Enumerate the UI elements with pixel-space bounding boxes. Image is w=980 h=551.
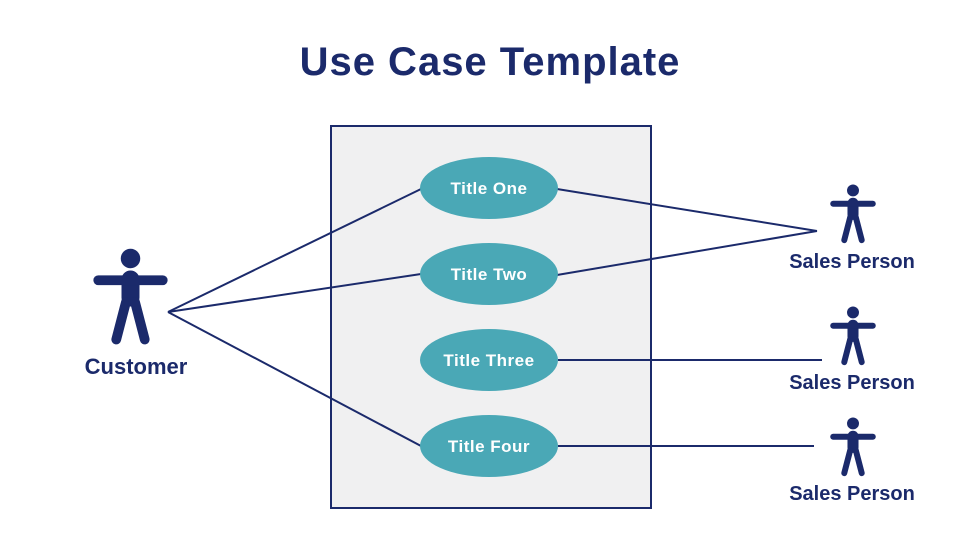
line-customer-title-four	[167, 311, 422, 447]
sales-person-1-label: Sales Person	[789, 251, 915, 273]
use-case-title-three-shape	[420, 329, 558, 391]
actor-sales-person-3: Sales Person	[789, 417, 915, 505]
actor-sales-person-2: Sales Person	[789, 306, 915, 394]
line-title-one-sales-person-1	[556, 188, 818, 232]
person-arms-out-icon	[833, 417, 873, 473]
person-arms-out-icon	[833, 306, 873, 362]
use-case-title-three: Title Three	[420, 329, 558, 391]
use-case-title-one-label: Title One	[451, 179, 528, 198]
use-case-title-two-shape	[420, 243, 558, 305]
customer-label: Customer	[85, 354, 188, 379]
use-case-title-one-shape	[420, 157, 558, 219]
use-case-title-one: Title One	[420, 157, 558, 219]
page-title: Use Case Template	[299, 40, 681, 84]
sales-person-2-label: Sales Person	[789, 372, 915, 394]
actor-sales-person-1: Sales Person	[789, 184, 915, 273]
actor-customer: Customer	[85, 249, 188, 379]
association-lines	[167, 188, 822, 447]
sales-person-3-label: Sales Person	[789, 483, 915, 505]
use-case-title-four-label: Title Four	[448, 437, 530, 456]
use-case-title-four-shape	[420, 415, 558, 477]
use-case-title-two: Title Two	[420, 243, 558, 305]
line-customer-title-two	[167, 273, 422, 313]
line-customer-title-one	[167, 188, 422, 313]
use-case-title-two-label: Title Two	[451, 265, 528, 284]
use-case-title-four: Title Four	[420, 415, 558, 477]
person-arms-out-icon	[833, 184, 873, 240]
use-case-title-three-label: Title Three	[443, 351, 534, 370]
line-title-two-sales-person-1	[556, 230, 818, 276]
person-arms-out-icon	[98, 249, 163, 340]
